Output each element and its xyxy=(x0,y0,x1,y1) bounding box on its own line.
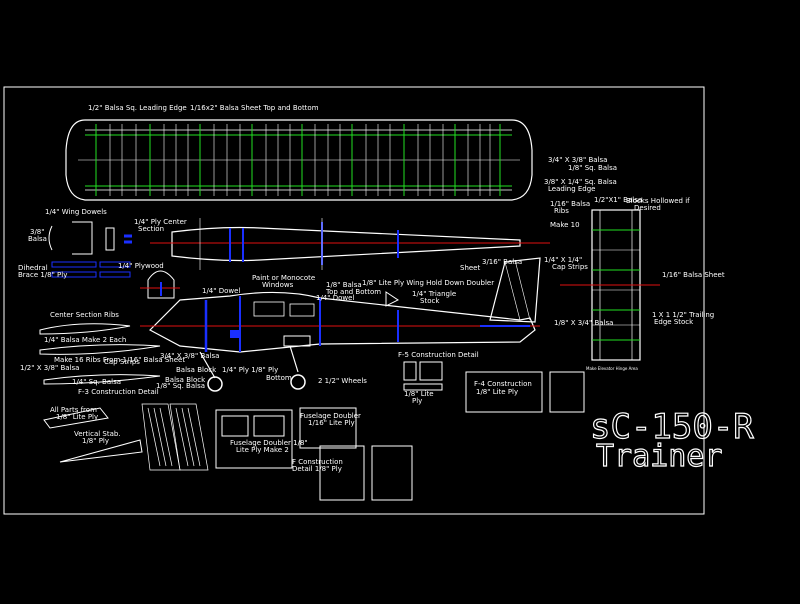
label-balsa-12x38: 1/2" X 3/8" Balsa xyxy=(20,364,79,372)
label-construction-detail: F Construction xyxy=(292,458,343,466)
label-section: Section xyxy=(138,225,164,233)
label-lite-ply-doubler: 1/8" Lite Ply Wing Hold Down Doubler xyxy=(362,279,494,287)
label-windows: Windows xyxy=(262,281,294,289)
drawing-border xyxy=(3,86,705,515)
firewall-part xyxy=(147,270,175,299)
label-fuselage-doubler-2: Fuselage Doubler 1/8" xyxy=(230,439,308,447)
label-lite-ply-18: 1/8" Lite xyxy=(404,390,434,398)
label-make-ribs: Make 16 Ribs From 1/16" Balsa Sheet xyxy=(54,356,185,364)
f5-parts xyxy=(403,361,585,413)
label-ply-center: 1/4" Ply Center xyxy=(134,218,187,226)
label-stock: Stock xyxy=(420,297,440,305)
label-balsa-18: 1/8" Balsa xyxy=(326,281,362,289)
stab-part-2 xyxy=(59,439,143,463)
label-brace: Brace 1/8" Ply xyxy=(18,271,67,279)
label-lite-ply-make2: Lite Ply Make 2 xyxy=(236,446,289,454)
label-desired: Desired xyxy=(634,204,661,212)
label-dihedral: Dihedral xyxy=(18,264,48,272)
label-vertical-stab: Vertical Stab. xyxy=(74,430,121,438)
stab-sheet-parts xyxy=(141,403,209,471)
wing-plan-view xyxy=(65,119,533,201)
label-ply-18: 1/8" Ply xyxy=(82,437,109,445)
label-plywood: 1/4" Plywood xyxy=(118,262,164,270)
wing-section-view xyxy=(560,209,660,361)
label-sheet: Sheet xyxy=(460,264,480,272)
wing-dowel-parts xyxy=(48,221,132,278)
label-leading-edge-2: Leading Edge xyxy=(548,185,595,193)
fuselage-top-view xyxy=(150,218,550,270)
label-all-parts: All Parts from xyxy=(50,406,97,414)
stab-part-1 xyxy=(43,407,109,429)
label-hollowed: Blocks Hollowed if xyxy=(626,197,690,205)
label-wheels: 2 1/2" Wheels xyxy=(318,377,367,385)
label-leading-edge: 3/8" X 1/4" Sq. Balsa xyxy=(544,178,617,186)
label-edge-stock: Edge Stock xyxy=(654,318,694,326)
label-cap-strips3: Cap Strips xyxy=(104,358,140,366)
label-paint-windows: Paint or Monocote xyxy=(252,274,315,282)
label-balsa-14sq: 1/4" Sq. Balsa xyxy=(72,378,121,386)
label-wing-le: 1/2" Balsa Sq. Leading Edge xyxy=(88,104,187,112)
label-top-bottom: Top and Bottom xyxy=(325,288,381,296)
label-rib-516: 1/16" Balsa xyxy=(550,200,590,208)
label-balsa-34x38: 3/4" X 3/8" Balsa xyxy=(160,352,219,360)
doubler-parts xyxy=(215,407,413,501)
label-lite-ply-16: 1/8" Lite Ply xyxy=(476,388,518,396)
label-fuselage-doubler: Fuselage Doubler xyxy=(300,412,361,420)
label-rib-make: Make 10 xyxy=(550,221,580,229)
label-f3-detail: F-3 Construction Detail xyxy=(78,388,159,396)
label-balsa-12x1: 1/2"X1" Balsa xyxy=(594,196,642,204)
label-balsa-block: Balsa Block xyxy=(176,366,217,374)
label-cap-strips-2: Cap Strips xyxy=(552,263,588,271)
label-ply: Ply xyxy=(412,397,422,405)
label-center-ribs: Center Section Ribs xyxy=(50,311,119,319)
label-sq-balsa-r: 1/8" Sq. Balsa xyxy=(568,164,617,172)
center-rib-part xyxy=(39,323,131,335)
label-balsa-block-2: Balsa Block xyxy=(165,376,206,384)
label-small-note: Make Elevator Hinge Area xyxy=(586,366,638,371)
label-bottom: Bottom xyxy=(266,374,292,382)
label-lite-ply: 1/8" Lite Ply xyxy=(56,413,98,421)
label-detail-ply: Detail 1/8" Ply xyxy=(292,465,342,473)
label-trailing-edge: 1 X 1 1/2" Trailing xyxy=(652,311,714,319)
label-cap-strips: 1/4" X 1/4" xyxy=(544,256,582,264)
title-line-1: sC-150-R xyxy=(590,407,754,447)
label-wing-dowels: 1/4" Wing Dowels xyxy=(45,208,107,216)
label-balsa-make2: 1/4" Balsa Make 2 Each xyxy=(44,336,126,344)
label-balsa-sheet-18: 1/16" Balsa Sheet xyxy=(662,271,725,279)
title-line-2: Trainer xyxy=(596,439,722,474)
label-sheet-316: 3/16" Balsa xyxy=(482,258,522,266)
rib-part-2 xyxy=(43,374,161,385)
fuselage-side-view xyxy=(140,257,541,392)
label-wing-sheet: 1/16x2" Balsa Sheet Top and Bottom xyxy=(190,104,319,112)
label-38: 3/8" xyxy=(30,228,45,236)
label-balsa: Balsa xyxy=(28,235,47,243)
label-rib: Ribs xyxy=(554,207,569,215)
label-fuselage-doubler-ply: 1/16" Lite Ply xyxy=(308,419,355,427)
label-triangle: 1/4" Triangle xyxy=(412,290,456,298)
label-f-construction-2: F-4 Construction xyxy=(474,380,532,388)
label-dowel-1: 1/4" Dowel xyxy=(202,287,240,295)
label-f-construction: F-5 Construction Detail xyxy=(398,351,479,359)
wing-rib-part xyxy=(39,344,161,355)
label-balsa-18x34: 1/8" X 3/4" Balsa xyxy=(554,319,613,327)
label-dowel-2: 1/4" Dowel xyxy=(316,294,354,302)
label-sq-balsa: 1/8" Sq. Balsa xyxy=(156,382,205,390)
label-balsa-34x38-r: 3/4" X 3/8" Balsa xyxy=(548,156,607,164)
label-ply-bottom: 1/4" Ply 1/8" Ply xyxy=(222,366,278,374)
